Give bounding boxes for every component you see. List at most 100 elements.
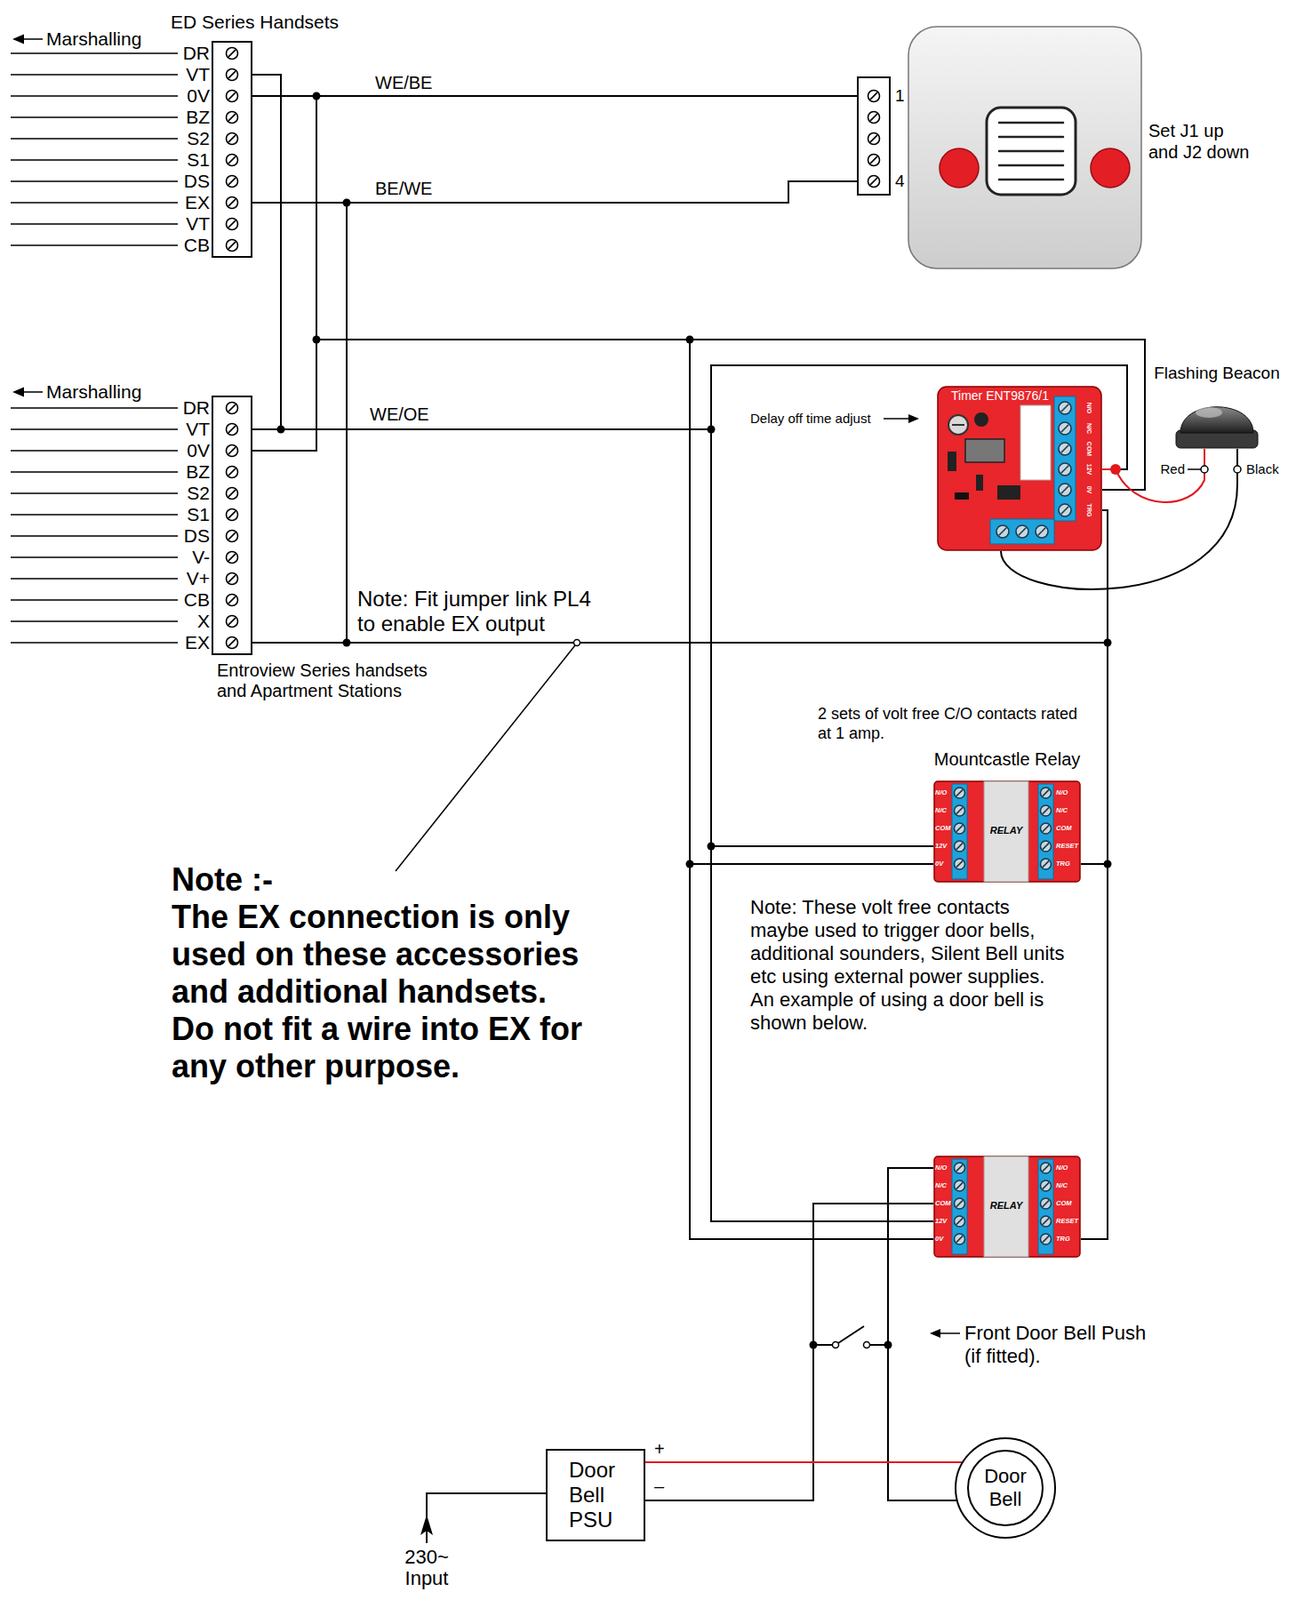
junction-dot — [707, 842, 716, 851]
screw-slot — [956, 1235, 963, 1242]
terminal-screw — [954, 805, 966, 816]
screw-slot — [956, 807, 963, 814]
pin-label: BZ — [185, 106, 210, 128]
screw-slot — [228, 425, 236, 433]
screw-slot — [870, 177, 878, 185]
terminal-screw — [1058, 401, 1072, 415]
terminal-screw — [1040, 858, 1052, 870]
screw-slot — [228, 113, 236, 121]
psu-box: Door Bell PSU — [545, 1448, 646, 1542]
relay-pcb — [934, 781, 1080, 882]
terminal-screw — [1040, 1180, 1052, 1192]
screw-slot — [1042, 789, 1049, 796]
terminal-screw — [226, 218, 239, 231]
pin-label: V- — [192, 546, 210, 568]
terminal-strip — [952, 1159, 968, 1255]
terminal-screw — [226, 573, 239, 585]
screw-slot — [228, 220, 236, 228]
terminal-strip — [1038, 1159, 1054, 1255]
pin-label: S2 — [186, 128, 210, 150]
node-outline — [211, 40, 253, 258]
terminal-strip — [990, 519, 1055, 544]
sounder-housing — [908, 26, 1142, 269]
wire-connector — [252, 339, 934, 864]
terminal-strip — [952, 784, 968, 880]
terminal-screw — [226, 240, 239, 252]
terminal-strip — [1038, 784, 1054, 880]
terminal-strip — [1054, 396, 1076, 521]
terminal-label: 0V — [1085, 486, 1093, 495]
screw-slot — [1042, 1235, 1049, 1242]
pin-label: S2 — [186, 482, 210, 504]
pin-label: DS — [184, 525, 210, 547]
terminal-screw — [226, 197, 239, 209]
setting-note: Set J1 up and J2 down — [1148, 120, 1254, 163]
pin-label: V+ — [186, 568, 210, 590]
screw-slot — [956, 1200, 963, 1207]
screw-slot — [228, 553, 236, 561]
junction-dot — [1104, 860, 1112, 869]
pin-label: DR — [183, 42, 210, 64]
relay-board: Mountcastle RelayRELAYN/ON/CCOM12V0VN/ON… — [933, 780, 1081, 883]
terminal-label: N/O — [1056, 788, 1068, 798]
terminal-block-outline — [212, 396, 252, 655]
wire-connector — [252, 95, 857, 97]
grille-slot — [999, 164, 1064, 168]
terminal-screw — [226, 552, 239, 564]
relay-component — [1020, 405, 1051, 480]
note-text: Note: These volt free contacts maybe use… — [750, 896, 1071, 1035]
terminal-label: TRG — [1056, 859, 1071, 869]
terminal-screw — [1040, 1162, 1052, 1174]
terminal-screw — [226, 509, 239, 521]
terminal-label: COM — [1085, 441, 1093, 456]
screw-slot — [228, 135, 236, 143]
relay-name: RELAY — [984, 1200, 1029, 1212]
junction-dot — [809, 1341, 818, 1350]
node-outline — [211, 395, 253, 656]
terminal-label: N/O — [1085, 402, 1093, 414]
wire-connector — [252, 429, 934, 1222]
capacitor — [974, 412, 989, 427]
terminal-label: N/O — [935, 1163, 947, 1173]
wire-connector — [252, 429, 934, 847]
screw-slot — [228, 92, 236, 100]
adjust-arrow-shaft — [883, 417, 911, 420]
terminal-label: 12V — [935, 1216, 947, 1226]
screw-slot — [1018, 528, 1026, 536]
screw-slot — [228, 639, 236, 647]
terminal-block-outline — [857, 77, 890, 195]
flashing-beacon: Flashing Beacon — [1173, 392, 1261, 449]
screw-slot — [956, 1182, 963, 1189]
adjust-label: Delay off time adjust — [750, 410, 872, 427]
terminal-screw — [1040, 840, 1052, 852]
warning-heading: Note :- — [171, 861, 273, 899]
bell-inner-ring — [968, 1450, 1043, 1526]
terminal-label: N/O — [935, 788, 947, 798]
junction-dot — [312, 92, 321, 101]
screw-slot — [870, 92, 878, 100]
screw-slot — [956, 860, 963, 867]
terminal-label: N/C — [1085, 423, 1093, 434]
terminal-label: RESET — [1056, 1216, 1079, 1226]
marshalling-arrow-head — [12, 387, 24, 398]
component — [954, 492, 969, 500]
screw-slot — [228, 177, 236, 185]
terminal-screw — [226, 112, 239, 124]
terminal-screw — [1040, 787, 1052, 799]
screw-slot — [956, 1164, 963, 1171]
bell-label: Door Bell — [977, 1464, 1033, 1512]
polarity-label: – — [654, 1475, 664, 1497]
terminal-ring — [1233, 465, 1241, 473]
terminal-label: COM — [935, 824, 952, 833]
component — [947, 451, 957, 472]
timer-pcb — [937, 386, 1102, 551]
terminal-screw — [1058, 442, 1072, 456]
grille-slot — [999, 150, 1064, 153]
screw-slot — [1042, 1164, 1049, 1171]
switch-contact — [864, 1342, 871, 1349]
wire-colour-code: WE/BE — [372, 72, 435, 93]
screw-slot — [1061, 465, 1069, 473]
terminal-screw — [868, 176, 880, 188]
switch-contact — [832, 1342, 840, 1349]
